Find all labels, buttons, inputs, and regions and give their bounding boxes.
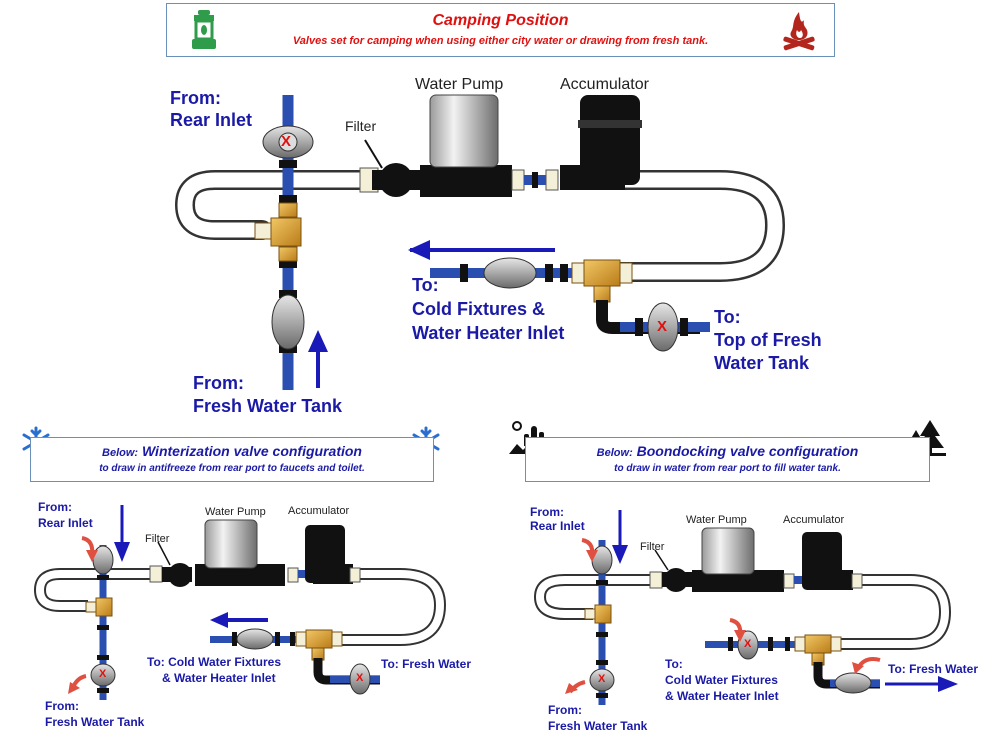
from-fresh-label-2: Fresh Water Tank: [193, 396, 343, 416]
winter-banner: Below: Winterization valve configuration…: [30, 437, 434, 482]
to-cold-label-2: Cold Fixtures &: [412, 299, 546, 319]
boondock-to-cold-3: & Water Heater Inlet: [665, 689, 779, 703]
boondock-title-prefix: Below:: [596, 447, 633, 459]
campfire-icon: [777, 8, 821, 52]
boondock-accumulator-label: Accumulator: [783, 514, 845, 526]
winter-subtitle: to draw in antifreeze from rear port to …: [99, 463, 365, 474]
winter-title: Below: Winterization valve configuration: [31, 443, 433, 459]
boondock-title-text: Boondocking valve configuration: [636, 443, 859, 459]
closed-valve-mark-winter-fresh: X: [99, 668, 107, 680]
winter-filter-label: Filter: [145, 533, 170, 545]
boondock-banner: Below: Boondocking valve configuration t…: [525, 437, 930, 482]
boondock-subtitle: to draw in water from rear port to fill …: [614, 463, 841, 474]
boondock-to-fresh: To: Fresh Water: [888, 662, 979, 676]
winter-accumulator-label: Accumulator: [288, 505, 350, 517]
boondock-from-rear-1: From:: [530, 505, 564, 519]
pump-label: Water Pump: [415, 76, 504, 93]
closed-valve-mark-top-tank: X: [657, 318, 668, 335]
boondock-from-rear-2: Rear Inlet: [530, 519, 585, 533]
boondock-from-fresh-2: Fresh Water Tank: [548, 719, 648, 733]
winter-from-fresh-2: Fresh Water Tank: [45, 715, 145, 729]
boondock-to-cold-2: Cold Water Fixtures: [665, 673, 778, 687]
main-diagram: [174, 94, 786, 390]
closed-valve-mark-boon-fresh: X: [598, 673, 606, 685]
to-top-label-3: Water Tank: [714, 353, 810, 373]
accumulator-label: Accumulator: [560, 76, 649, 93]
boondock-diagram: [533, 510, 958, 705]
winter-to-cold-1: To: Cold Water Fixtures: [147, 655, 282, 669]
closed-valve-mark-rear: X: [281, 133, 292, 150]
boondock-to-cold-1: To:: [665, 657, 683, 671]
to-cold-label-1: To:: [412, 275, 439, 295]
banner-title: Camping Position: [432, 12, 569, 29]
from-fresh-label-1: From:: [193, 373, 244, 393]
camping-banner: Camping Position Valves set for camping …: [166, 3, 835, 57]
winter-pump-label: Water Pump: [205, 506, 266, 518]
boondock-title: Below: Boondocking valve configuration: [526, 443, 929, 459]
to-cold-label-3: Water Heater Inlet: [412, 323, 565, 343]
boondock-pump-label: Water Pump: [686, 514, 747, 526]
to-top-label-1: To:: [714, 307, 741, 327]
winter-diagram: [33, 505, 447, 700]
winter-from-rear-2: Rear Inlet: [38, 516, 93, 530]
lantern-icon: [187, 9, 221, 51]
boondock-from-fresh-1: From:: [548, 703, 582, 717]
banner-subtitle: Valves set for camping when using either…: [292, 35, 709, 47]
from-rear-label-1: From:: [170, 88, 221, 108]
to-top-label-2: Top of Fresh: [714, 330, 822, 350]
from-rear-label-2: Rear Inlet: [170, 110, 253, 130]
winter-to-fresh: To: Fresh Water: [381, 657, 472, 671]
filter-label: Filter: [345, 118, 377, 134]
winter-title-prefix: Below:: [102, 447, 139, 459]
closed-valve-mark-winter-top: X: [356, 672, 364, 684]
closed-valve-mark-boon-cold: X: [744, 638, 752, 650]
boondock-filter-label: Filter: [640, 541, 665, 553]
winter-title-text: Winterization valve configuration: [141, 443, 362, 459]
winter-from-rear-1: From:: [38, 500, 72, 514]
winter-to-cold-2: & Water Heater Inlet: [162, 671, 276, 685]
winter-from-fresh-1: From:: [45, 699, 79, 713]
